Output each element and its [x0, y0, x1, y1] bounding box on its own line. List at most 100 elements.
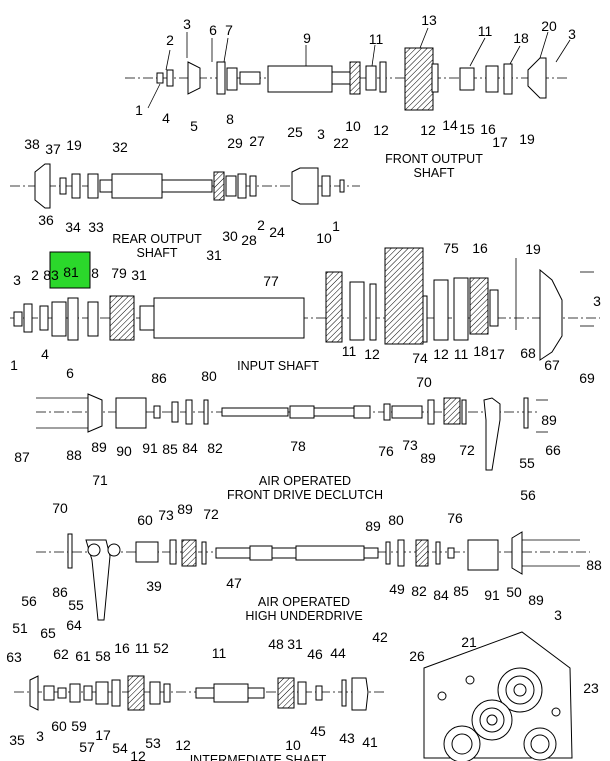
callout-64: 64 [66, 617, 82, 633]
callout-67: 67 [544, 357, 560, 373]
callout-16: 16 [472, 240, 488, 256]
callout-19: 19 [519, 131, 535, 147]
callout-6: 6 [209, 22, 217, 38]
callout-16: 16 [114, 640, 130, 656]
callout-61: 61 [75, 648, 91, 664]
caption-air-front-2: FRONT DRIVE DECLUTCH [227, 488, 383, 502]
callout-83: 83 [43, 267, 59, 283]
callout-31: 31 [131, 267, 147, 283]
callout-31: 31 [287, 636, 303, 652]
caption-rear-output-1: REAR OUTPUT [112, 232, 202, 246]
callout-51: 51 [12, 620, 28, 636]
callout-78: 78 [290, 438, 306, 454]
callout-8: 8 [226, 111, 234, 127]
callout-75: 75 [443, 240, 459, 256]
callout-33: 33 [88, 219, 104, 235]
callout-91: 91 [484, 587, 500, 603]
callout-2: 2 [166, 32, 174, 48]
air-high-underdrive-assembly [36, 531, 590, 621]
callout-45: 45 [310, 723, 326, 739]
callout-54: 54 [112, 740, 128, 756]
input-shaft-assembly [10, 247, 600, 361]
callout-89: 89 [420, 450, 436, 466]
callout-48: 48 [268, 636, 284, 652]
callout-86: 86 [151, 370, 167, 386]
callout-17: 17 [492, 134, 508, 150]
callout-44: 44 [330, 645, 346, 661]
callout-9: 9 [303, 30, 311, 46]
callout-11: 11 [369, 31, 384, 47]
callout-80: 80 [388, 512, 404, 528]
callout-58: 58 [95, 648, 111, 664]
callout-15: 15 [459, 121, 475, 137]
callout-12: 12 [433, 346, 449, 362]
callout-12: 12 [130, 748, 146, 761]
callout-32: 32 [112, 139, 128, 155]
callout-68: 68 [520, 345, 536, 361]
caption-front-output-1: FRONT OUTPUT [385, 152, 483, 166]
callout-41: 41 [362, 734, 378, 750]
callout-84: 84 [433, 587, 449, 603]
callout-74: 74 [412, 350, 428, 366]
intermediate-shaft-assembly [14, 675, 384, 711]
callout-3: 3 [554, 607, 562, 623]
callout-17: 17 [95, 727, 111, 743]
callout-76: 76 [378, 443, 394, 459]
callout-10: 10 [316, 230, 332, 246]
callout-62: 62 [53, 646, 69, 662]
callout-43: 43 [339, 730, 355, 746]
callout-14: 14 [442, 117, 458, 133]
callout-11: 11 [135, 640, 150, 656]
callout-12: 12 [373, 122, 389, 138]
callout-38: 38 [24, 136, 40, 152]
callout-90: 90 [116, 443, 132, 459]
callout-11: 11 [212, 645, 227, 661]
callout-24: 24 [269, 224, 285, 240]
callout-73: 73 [158, 507, 174, 523]
transfer-case-housing [423, 631, 573, 761]
callout-12: 12 [364, 346, 380, 362]
callout-3: 3 [593, 293, 601, 309]
callout-19: 19 [66, 137, 82, 153]
callout-81: 81 [63, 264, 79, 280]
callout-47: 47 [226, 575, 242, 591]
callout-86: 86 [52, 584, 68, 600]
callout-37: 37 [45, 141, 61, 157]
callout-81-highlight [49, 251, 91, 289]
callout-77: 77 [263, 273, 279, 289]
callout-30: 30 [222, 228, 238, 244]
callout-71: 71 [92, 472, 108, 488]
callout-11: 11 [454, 346, 469, 362]
callout-89: 89 [365, 518, 381, 534]
callout-60: 60 [51, 718, 67, 734]
callout-12: 12 [175, 737, 191, 753]
callout-8: 8 [91, 265, 99, 281]
callout-3: 3 [13, 272, 21, 288]
callout-11: 11 [342, 343, 357, 359]
callout-20: 20 [541, 18, 557, 34]
callout-1: 1 [332, 218, 340, 234]
callout-3: 3 [183, 16, 191, 32]
callout-87: 87 [14, 449, 30, 465]
callout-42: 42 [372, 629, 388, 645]
callout-31: 31 [206, 247, 222, 263]
callout-3: 3 [317, 126, 325, 142]
callout-82: 82 [411, 583, 427, 599]
callout-69: 69 [579, 370, 595, 386]
callout-1: 1 [135, 102, 143, 118]
callout-89: 89 [528, 592, 544, 608]
callout-10: 10 [345, 118, 361, 134]
callout-73: 73 [402, 437, 418, 453]
air-front-declutch-assembly [36, 393, 548, 471]
callout-28: 28 [241, 232, 257, 248]
callout-2: 2 [257, 217, 265, 233]
callout-76: 76 [447, 510, 463, 526]
callout-70: 70 [52, 500, 68, 516]
callout-85: 85 [453, 583, 469, 599]
callout-2: 2 [31, 267, 39, 283]
callout-65: 65 [40, 625, 56, 641]
callout-89: 89 [91, 439, 107, 455]
callout-60: 60 [137, 512, 153, 528]
callout-56: 56 [520, 487, 536, 503]
callout-6: 6 [66, 365, 74, 381]
